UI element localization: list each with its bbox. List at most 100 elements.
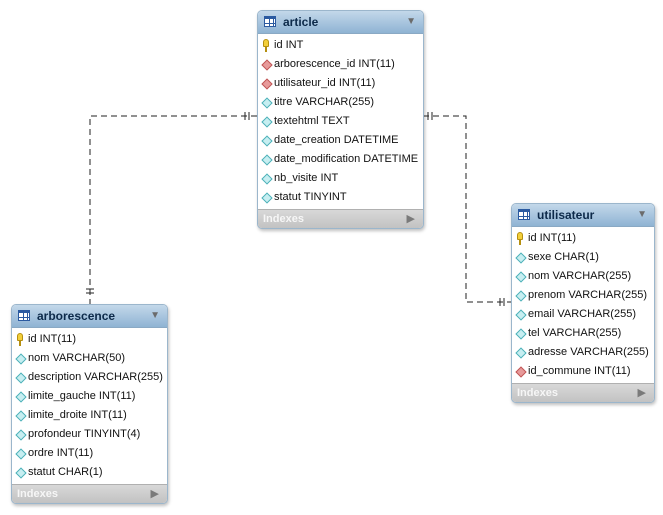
column-diamond-icon	[261, 192, 273, 204]
column-row[interactable]: statut TINYINT	[258, 188, 423, 207]
column-diamond-icon	[261, 135, 273, 147]
column-list: id INT arborescence_id INT(11) utilisateur…	[258, 34, 423, 209]
triangle-down-icon[interactable]: ▼	[637, 209, 647, 220]
column-diamond-icon	[15, 448, 27, 460]
column-diamond-icon	[15, 429, 27, 441]
triangle-right-icon[interactable]: ▶	[406, 213, 415, 225]
column-row[interactable]: utilisateur_id INT(11)	[258, 74, 423, 93]
table-name: utilisateur	[537, 208, 595, 222]
foreign-key-diamond-icon	[515, 366, 527, 378]
table-icon	[264, 16, 276, 27]
column-row[interactable]: id INT(11)	[512, 229, 654, 248]
column-diamond-icon	[15, 467, 27, 479]
column-label: adresse VARCHAR(255)	[528, 346, 649, 358]
indexes-bar[interactable]: Indexes ▶	[12, 484, 167, 503]
column-label: prenom VARCHAR(255)	[528, 289, 648, 301]
triangle-right-icon[interactable]: ▶	[637, 387, 646, 399]
relationship-article-utilisateur[interactable]	[423, 115, 511, 303]
column-label: limite_droite INT(11)	[28, 409, 127, 421]
column-row[interactable]: titre VARCHAR(255)	[258, 93, 423, 112]
column-label: nom VARCHAR(50)	[28, 352, 125, 364]
column-row[interactable]: limite_droite INT(11)	[12, 406, 167, 425]
column-diamond-icon	[261, 116, 273, 128]
relationship-article-arborescence[interactable]	[89, 115, 257, 304]
foreign-key-diamond-icon	[261, 59, 273, 71]
table-header[interactable]: utilisateur ▼	[512, 204, 654, 227]
column-label: id INT	[274, 39, 304, 51]
column-label: sexe CHAR(1)	[528, 251, 599, 263]
column-label: limite_gauche INT(11)	[28, 390, 136, 402]
triangle-right-icon[interactable]: ▶	[150, 488, 159, 500]
indexes-bar[interactable]: Indexes▶	[512, 383, 654, 402]
column-label: statut TINYINT	[274, 191, 347, 203]
column-row[interactable]: ordre INT(11)	[12, 444, 167, 463]
column-label: nb_visite INT	[274, 172, 339, 184]
key-icon	[517, 232, 523, 245]
column-label: date_creation DATETIME	[274, 134, 399, 146]
column-label: nom VARCHAR(255)	[528, 270, 632, 282]
column-row[interactable]: limite_gauche INT(11)	[12, 387, 167, 406]
column-label: textehtml TEXT	[274, 115, 350, 127]
column-row[interactable]: email VARCHAR(255)	[512, 305, 654, 324]
column-list: id INT(11) sexe CHAR(1) nom VARCHAR(255) pr…	[512, 227, 654, 383]
column-diamond-icon	[515, 347, 527, 359]
column-row[interactable]: nb_visite INT	[258, 169, 423, 188]
indexes-label: Indexes	[263, 213, 304, 225]
column-diamond-icon	[261, 173, 273, 185]
column-row[interactable]: date_modification DATETIME	[258, 150, 423, 169]
column-list: id INT(11) nom VARCHAR(50) description VAR…	[12, 328, 167, 484]
column-row[interactable]: id_commune INT(11)	[512, 362, 654, 381]
table-header[interactable]: article ▼	[258, 11, 423, 34]
column-label: id INT(11)	[528, 232, 577, 244]
column-diamond-icon	[15, 391, 27, 403]
column-label: titre VARCHAR(255)	[274, 96, 375, 108]
column-label: ordre INT(11)	[28, 447, 94, 459]
column-diamond-icon	[261, 97, 273, 109]
table-header[interactable]: arborescence▼	[12, 305, 167, 328]
column-diamond-icon	[515, 271, 527, 283]
indexes-bar[interactable]: Indexes ▶	[258, 209, 423, 228]
triangle-down-icon[interactable]: ▼	[406, 16, 416, 27]
column-label: id INT(11)	[28, 333, 77, 345]
column-row[interactable]: nom VARCHAR(50)	[12, 349, 167, 368]
column-row[interactable]: sexe CHAR(1)	[512, 248, 654, 267]
column-row[interactable]: adresse VARCHAR(255)	[512, 343, 654, 362]
column-row[interactable]: tel VARCHAR(255)	[512, 324, 654, 343]
column-row[interactable]: id INT(11)	[12, 330, 167, 349]
column-label: utilisateur_id INT(11)	[274, 77, 376, 89]
column-row[interactable]: id INT	[258, 36, 423, 55]
foreign-key-diamond-icon	[261, 78, 273, 90]
table-name: article	[283, 15, 319, 29]
column-label: profondeur TINYINT(4)	[28, 428, 141, 440]
triangle-down-icon[interactable]: ▼	[150, 310, 160, 321]
column-row[interactable]: prenom VARCHAR(255)	[512, 286, 654, 305]
column-diamond-icon	[15, 372, 27, 384]
table-arborescence[interactable]: arborescence▼ id INT(11) nom VARCHAR(50) de…	[11, 304, 168, 504]
table-utilisateur[interactable]: utilisateur ▼ id INT(11) sexe CHAR(1) nom VA…	[511, 203, 655, 403]
column-row[interactable]: date_creation DATETIME	[258, 131, 423, 150]
indexes-label: Indexes	[17, 488, 58, 500]
column-row[interactable]: statut CHAR(1)	[12, 463, 167, 482]
column-diamond-icon	[515, 309, 527, 321]
column-row[interactable]: profondeur TINYINT(4)	[12, 425, 167, 444]
column-diamond-icon	[515, 290, 527, 302]
key-icon	[17, 333, 23, 346]
table-icon	[18, 310, 30, 321]
column-row[interactable]: textehtml TEXT	[258, 112, 423, 131]
table-icon	[518, 209, 530, 220]
column-label: email VARCHAR(255)	[528, 308, 636, 320]
column-diamond-icon	[261, 154, 273, 166]
column-diamond-icon	[515, 328, 527, 340]
column-label: tel VARCHAR(255)	[528, 327, 622, 339]
table-article[interactable]: article ▼ id INT arborescence_id INT(11) uti…	[257, 10, 424, 229]
key-icon	[263, 39, 269, 52]
column-row[interactable]: arborescence_id INT(11)	[258, 55, 423, 74]
column-diamond-icon	[15, 410, 27, 422]
column-row[interactable]: description VARCHAR(255)	[12, 368, 167, 387]
column-diamond-icon	[15, 353, 27, 365]
column-label: description VARCHAR(255)	[28, 371, 163, 383]
column-row[interactable]: nom VARCHAR(255)	[512, 267, 654, 286]
column-label: id_commune INT(11)	[528, 365, 631, 377]
column-label: statut CHAR(1)	[28, 466, 103, 478]
